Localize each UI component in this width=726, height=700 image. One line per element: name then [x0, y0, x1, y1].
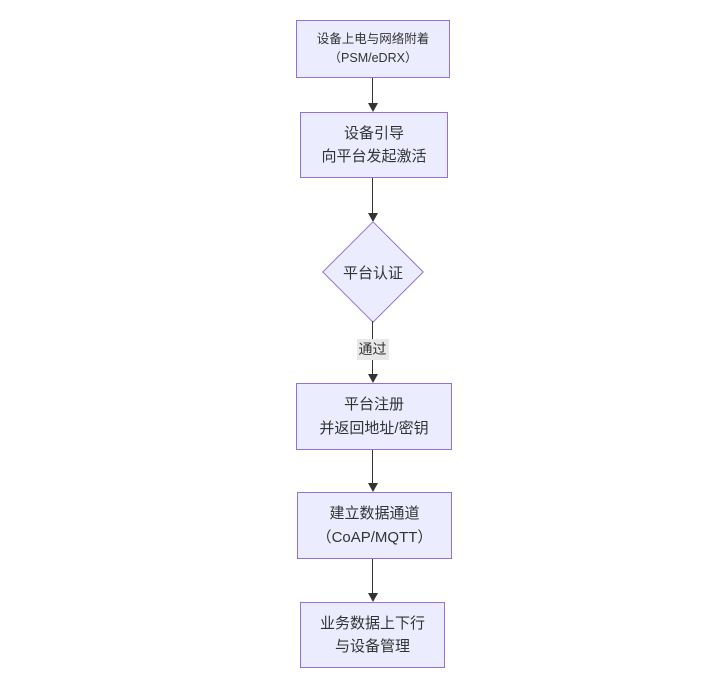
node-label-line: （CoAP/MQTT）	[316, 528, 433, 546]
node-business-data: 业务数据上下行 与设备管理	[300, 602, 445, 668]
arrow-power-to-bootstrap	[366, 78, 379, 112]
arrow-line	[371, 78, 374, 106]
arrow-line	[371, 559, 374, 596]
arrow-line	[371, 450, 374, 486]
node-label-line: 平台注册	[343, 396, 404, 414]
node-label-line: 建立数据通道	[329, 505, 420, 523]
arrowhead-icon	[367, 483, 378, 492]
node-label-line: （PSM/eDRX）	[328, 51, 418, 65]
node-label-line: 平台认证	[342, 264, 403, 282]
node-label-line: 与设备管理	[334, 638, 410, 655]
node-label-line: 并返回地址/密钥	[319, 419, 429, 437]
arrow-channel-to-business	[366, 559, 379, 602]
node-label-line: 设备上电与网络附着	[316, 31, 430, 46]
node-device-power-attach: 设备上电与网络附着 （PSM/eDRX）	[296, 20, 450, 78]
arrow-line	[371, 178, 374, 216]
arrowhead-icon	[367, 593, 378, 602]
node-device-bootstrap: 设备引导 向平台发起激活	[300, 112, 448, 178]
edge-label-pass: 通过	[356, 339, 389, 360]
arrow-register-to-channel	[366, 450, 379, 492]
node-label-line: 向平台发起激活	[321, 148, 427, 165]
arrowhead-icon	[367, 374, 378, 383]
node-data-channel: 建立数据通道 （CoAP/MQTT）	[297, 492, 452, 559]
arrowhead-icon	[367, 103, 378, 112]
node-label-line: 设备引导	[343, 124, 404, 142]
arrow-auth-to-register: 通过	[356, 321, 389, 383]
node-label-line: 业务数据上下行	[319, 614, 425, 632]
decision-platform-auth: 平台认证	[322, 221, 424, 323]
node-platform-register: 平台注册 并返回地址/密钥	[296, 383, 452, 450]
arrowhead-icon	[367, 213, 378, 222]
arrow-bootstrap-to-auth	[366, 178, 379, 222]
